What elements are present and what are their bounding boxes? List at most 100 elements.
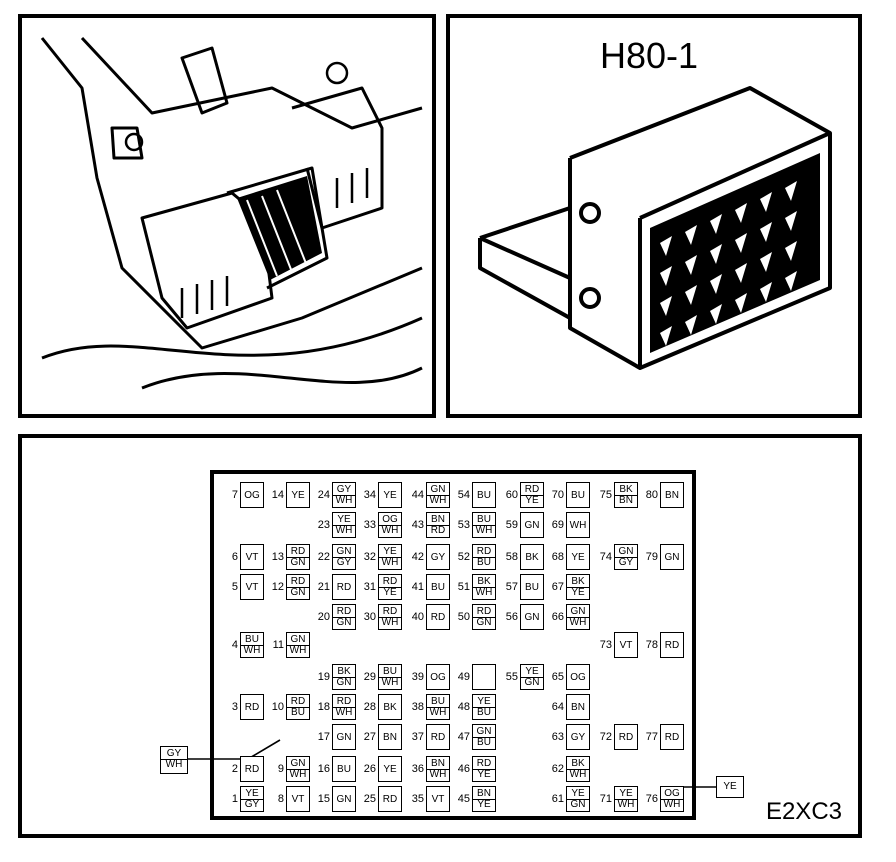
pin-number: 64: [551, 701, 564, 713]
pin-number: 71: [599, 793, 612, 805]
wire-color-code: BN: [383, 732, 397, 743]
wire-color-code: BU: [431, 582, 445, 593]
pin-number: 38: [411, 701, 424, 713]
wire-color-code: GN: [618, 546, 634, 557]
wire-color-code: BU: [383, 666, 397, 677]
wire-color-code: YE: [337, 514, 351, 525]
pin-wire-color: WH: [566, 512, 590, 538]
pin-wire-color: BN: [378, 724, 402, 750]
wire-color-code: VT: [619, 640, 633, 651]
wire-color-code: RD: [382, 606, 398, 617]
wire-color-code: WH: [567, 769, 589, 780]
pin-number: 56: [505, 611, 518, 623]
wire-color-code: BN: [477, 788, 491, 799]
pin-number: 73: [599, 639, 612, 651]
wire-color-code: GN: [476, 726, 492, 737]
wire-color-code: BK: [619, 484, 633, 495]
pin-number: 14: [271, 489, 284, 501]
wire-color-code: BK: [477, 576, 491, 587]
pin-wire-color: VT: [240, 574, 264, 600]
wire-color-code: BU: [431, 696, 445, 707]
pin-number: 31: [363, 581, 376, 593]
wire-color-code: BU: [477, 490, 491, 501]
pin-number: 19: [317, 671, 330, 683]
pin-number: 46: [457, 763, 470, 775]
pin-number: 43: [411, 519, 424, 531]
wire-color-code: YE: [245, 788, 259, 799]
pin-number: 45: [457, 793, 470, 805]
wire-color-code: YE: [383, 490, 397, 501]
wire-color-code: YE: [525, 666, 539, 677]
wire-color-code: BK: [571, 576, 585, 587]
wire-color-code: BU: [473, 707, 495, 718]
pin-wire-color: RD: [240, 756, 264, 782]
pin-number: 52: [457, 551, 470, 563]
wire-color-code: BN: [571, 702, 585, 713]
pin-number: 74: [599, 551, 612, 563]
pin-wire-color: RD: [614, 724, 638, 750]
pin-wire-color: YE: [286, 482, 310, 508]
wire-color-code: YE: [477, 696, 491, 707]
wire-color-code: WH: [427, 769, 449, 780]
pin-wire-color: BN: [566, 694, 590, 720]
wire-color-code: WH: [287, 769, 309, 780]
wire-color-code: GY: [615, 557, 637, 568]
pin-wire-color: VT: [614, 632, 638, 658]
pin-wire-color: VT: [286, 786, 310, 812]
wire-color-code: WH: [379, 677, 401, 688]
wire-color-code: RD: [427, 525, 449, 536]
pin-number: 62: [551, 763, 564, 775]
wire-color-code: GY: [336, 484, 352, 495]
pin-wire-color: GN: [332, 724, 356, 750]
wire-color-code: RD: [476, 546, 492, 557]
pin-wire-color: RD: [378, 786, 402, 812]
wire-color-code: BN: [431, 514, 445, 525]
wire-color-code: GN: [336, 546, 352, 557]
wire-color-code: GY: [333, 557, 355, 568]
pin-number: 1: [231, 793, 238, 805]
wire-color-code: YE: [379, 587, 401, 598]
pin-number: 76: [645, 793, 658, 805]
wire-color-code: GN: [524, 520, 540, 531]
wire-color-code: RD: [430, 732, 446, 743]
connector-housing-drawing: [478, 86, 832, 370]
pin-number: 67: [551, 581, 564, 593]
pin-number: 26: [363, 763, 376, 775]
external-wire-left: GY WH: [160, 746, 188, 774]
wire-color-code: YE: [383, 764, 397, 775]
pin-number: 5: [231, 581, 238, 593]
pin-number: 37: [411, 731, 424, 743]
wire-color-code: RD: [476, 758, 492, 769]
pin-number: 50: [457, 611, 470, 623]
pin-number: 23: [317, 519, 330, 531]
pin-number: 53: [457, 519, 470, 531]
pin-number: 42: [411, 551, 424, 563]
wire-color-code: GN: [430, 484, 446, 495]
pin-number: 39: [411, 671, 424, 683]
pin-number: 78: [645, 639, 658, 651]
wire-color-code: WH: [379, 525, 401, 536]
wire-color-code: BK: [571, 758, 585, 769]
pin-wire-color: VT: [426, 786, 450, 812]
pin-number: 2: [231, 763, 238, 775]
wire-color-code: YE: [571, 552, 585, 563]
wire-color-code: RD: [382, 576, 398, 587]
pin-number: 54: [457, 489, 470, 501]
wire-color-code: WH: [567, 617, 589, 628]
wire-color-code: WH: [333, 495, 355, 506]
pin-number: 22: [317, 551, 330, 563]
pin-number: 27: [363, 731, 376, 743]
wire-color-code: RD: [382, 794, 398, 805]
